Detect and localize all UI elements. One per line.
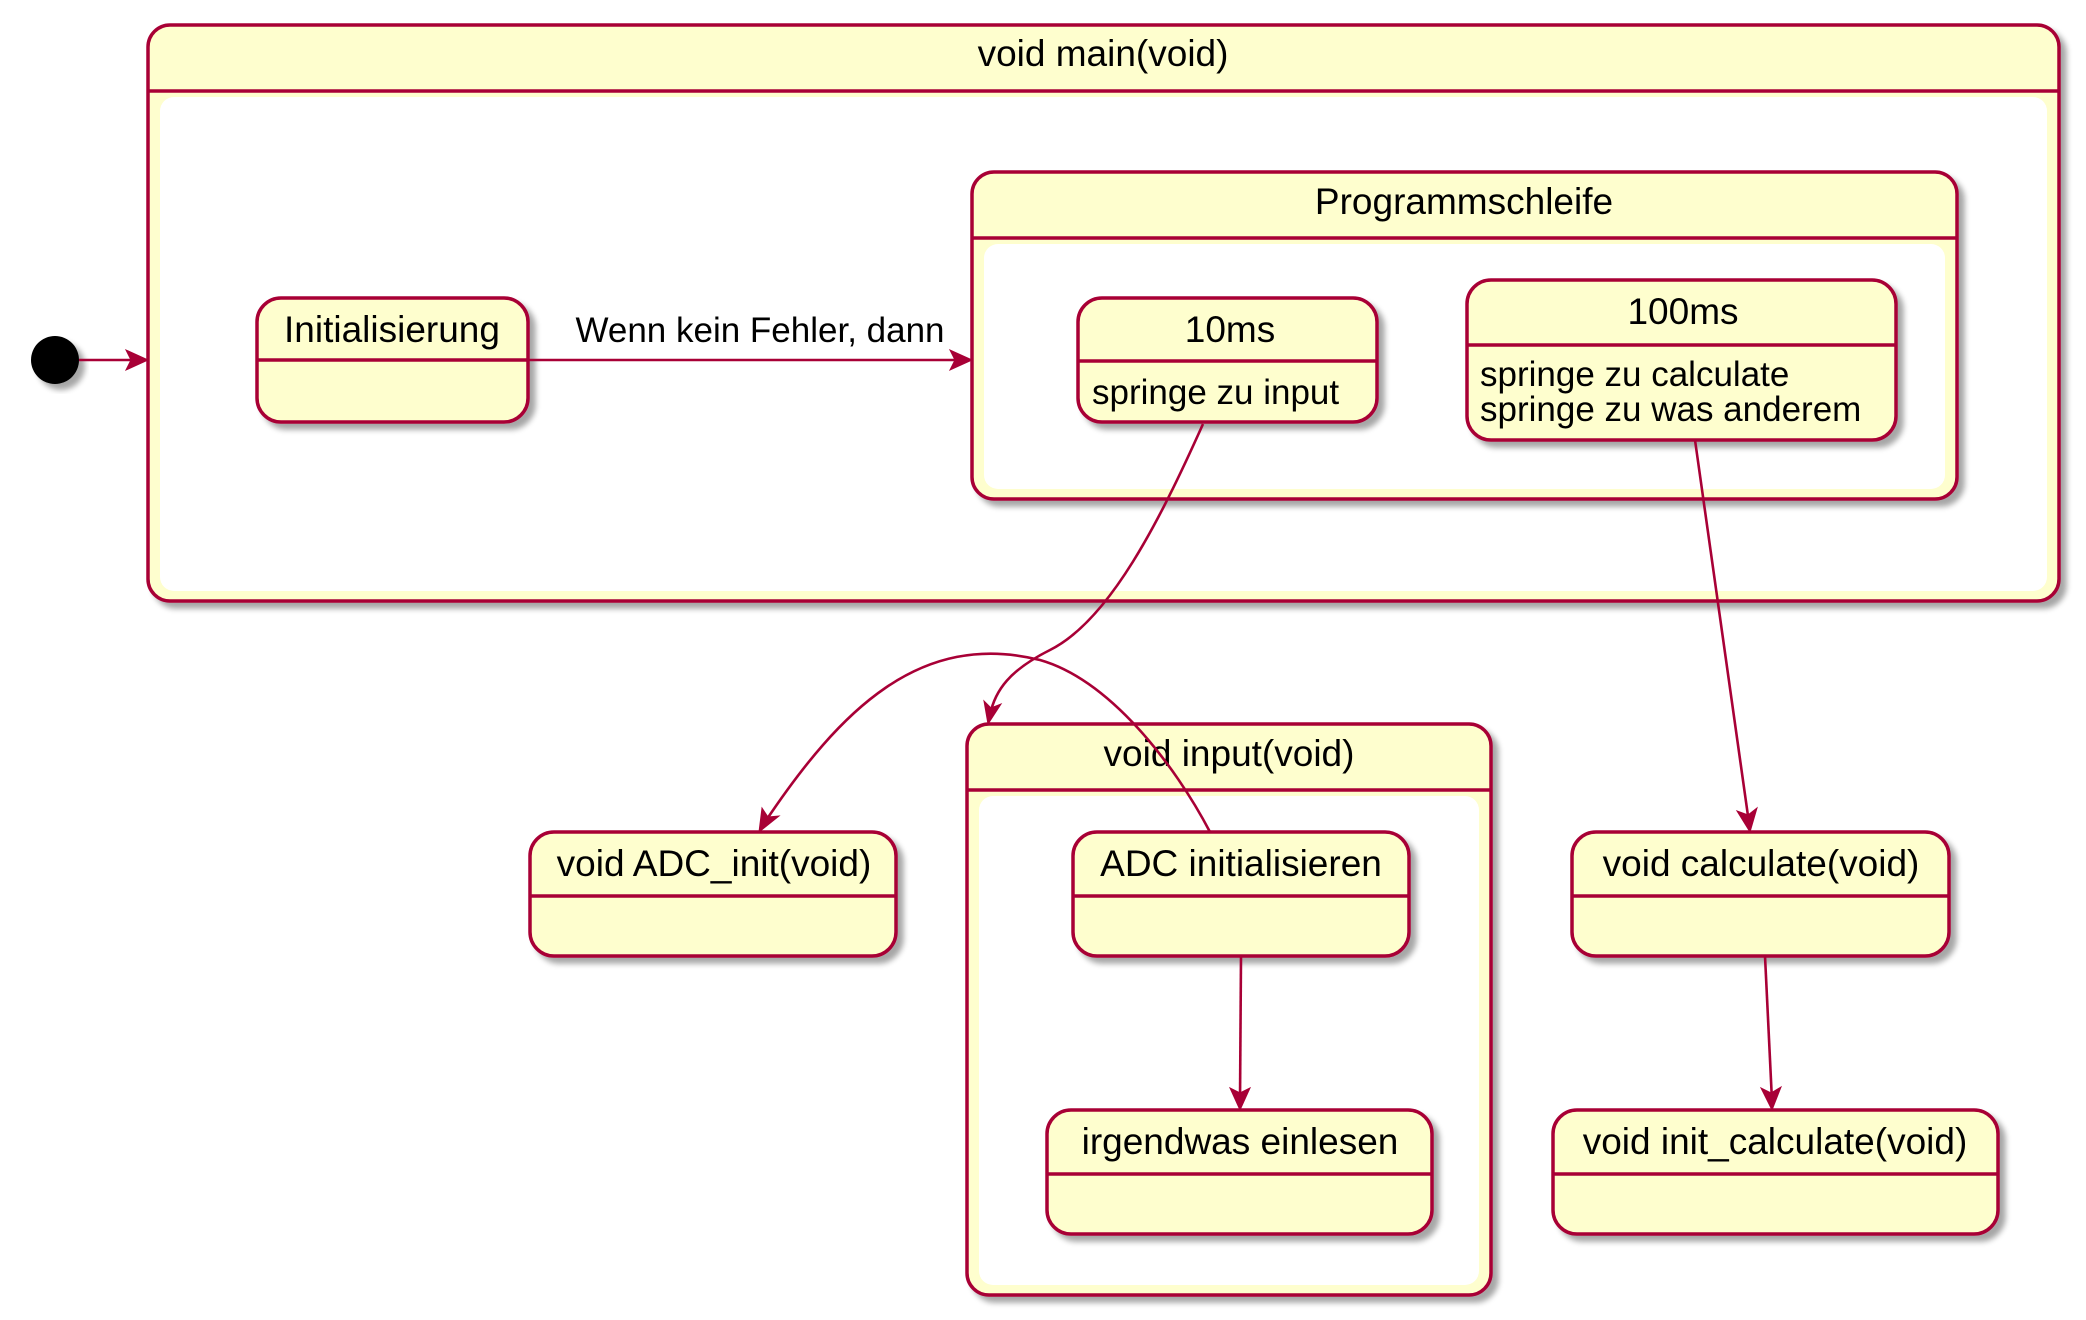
state-calculate[interactable]: void calculate(void) [1570,830,1951,958]
state-100ms[interactable]: 100ms springe zu calculate springe zu wa… [1465,278,1898,442]
initial-node [31,336,79,384]
state-10ms[interactable]: 10ms springe zu input [1076,296,1379,424]
state-calculate-title: void calculate(void) [1603,843,1920,884]
transition-calculate-to-init-calculate [1759,955,1782,1112]
transition-adc-initialisieren-to-adc-init-function [758,652,1212,834]
state-adc-initialisieren-title: ADC initialisieren [1100,843,1382,884]
state-100ms-title: 100ms [1627,291,1738,332]
state-init-calculate[interactable]: void init_calculate(void) [1551,1108,2000,1236]
state-10ms-title: 10ms [1185,309,1275,350]
state-init-calculate-title: void init_calculate(void) [1583,1121,1968,1162]
transition-10ms-to-input [983,423,1205,726]
state-initialisierung[interactable]: Initialisierung [255,296,530,424]
composite-main-title: void main(void) [978,33,1229,74]
transition-init-to-loop: Wenn kein Fehler, dann [528,311,974,372]
transition-init-to-loop-label: Wenn kein Fehler, dann [575,311,944,350]
transition-start-to-main [79,348,150,372]
state-100ms-line-1: springe zu calculate [1480,355,1789,394]
composite-input-title: void input(void) [1104,733,1355,774]
transition-adc-initialisieren-to-irgendwas-einlesen [1228,955,1252,1112]
transition-100ms-to-calculate [1693,439,1758,834]
state-initialisierung-title: Initialisierung [284,309,500,350]
state-adc-initialisieren[interactable]: ADC initialisieren [1071,830,1411,958]
state-irgendwas-einlesen-title: irgendwas einlesen [1082,1121,1399,1162]
state-10ms-line-1: springe zu input [1092,373,1339,412]
state-adc-init-function[interactable]: void ADC_init(void) [528,830,898,958]
state-irgendwas-einlesen[interactable]: irgendwas einlesen [1045,1108,1434,1236]
state-100ms-line-2: springe zu was anderem [1480,390,1861,429]
state-adc-init-function-title: void ADC_init(void) [557,843,872,884]
composite-programmschleife-title: Programmschleife [1315,181,1613,222]
